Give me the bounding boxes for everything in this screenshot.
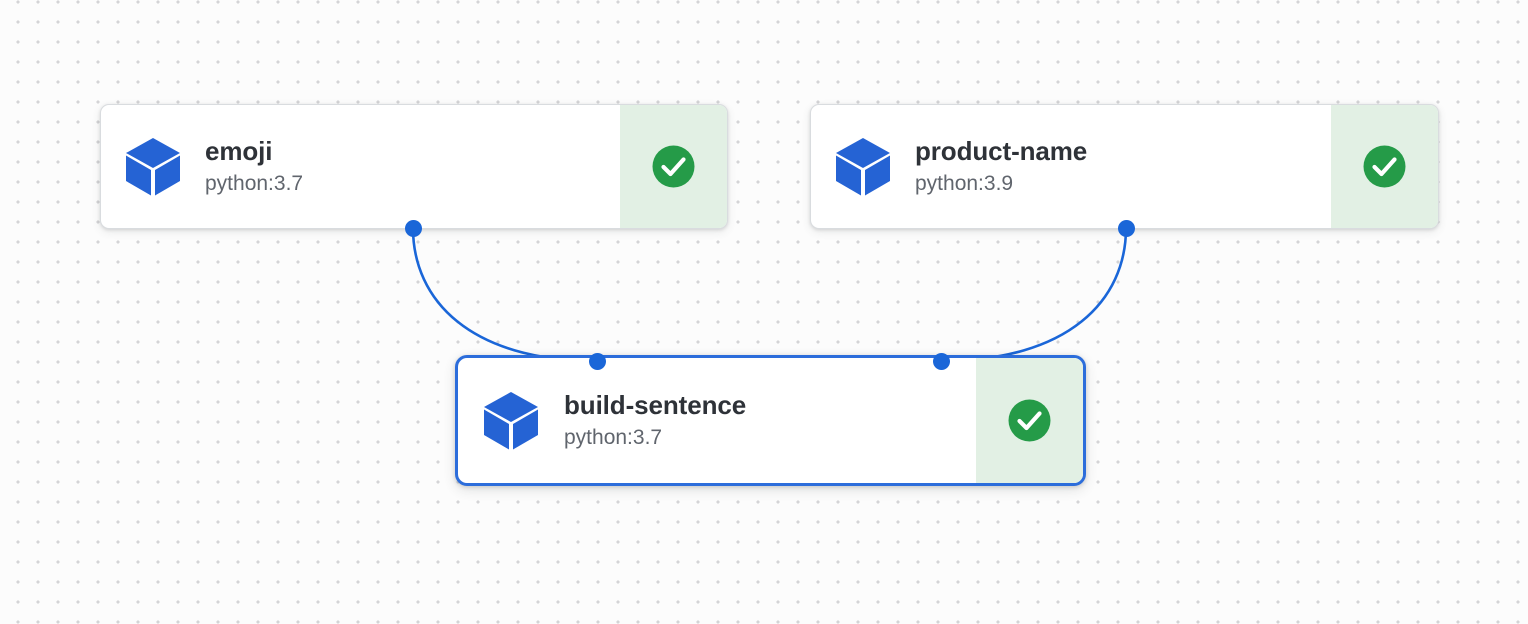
handle-build-sentence-input-left[interactable] [588, 352, 606, 370]
status-panel [1331, 105, 1438, 228]
cube-icon [126, 137, 180, 195]
node-subtitle: python:3.7 [205, 172, 304, 196]
node-text-block: product-name python:3.9 [915, 105, 1331, 228]
node-text-block: build-sentence python:3.7 [564, 358, 976, 483]
cube-icon [484, 391, 538, 449]
node-build-sentence[interactable]: build-sentence python:3.7 [455, 355, 1086, 486]
handle-product-name-output[interactable] [1117, 219, 1135, 237]
check-circle-icon [652, 145, 695, 188]
node-emoji[interactable]: emoji python:3.7 [100, 104, 728, 229]
node-text-block: emoji python:3.7 [205, 105, 620, 228]
check-circle-icon [1008, 399, 1051, 442]
status-panel [620, 105, 727, 228]
check-circle-icon [1363, 145, 1406, 188]
node-icon-wrapper [458, 358, 564, 483]
edge-product-name-to-build [939, 226, 1128, 363]
handle-emoji-output[interactable] [404, 219, 422, 237]
node-title: product-name [915, 136, 1088, 167]
node-title: emoji [205, 136, 273, 167]
edge-emoji-to-build [411, 226, 599, 363]
node-subtitle: python:3.7 [564, 426, 663, 450]
node-title: build-sentence [564, 390, 747, 421]
status-panel [976, 358, 1083, 483]
node-product-name[interactable]: product-name python:3.9 [810, 104, 1439, 229]
node-subtitle: python:3.9 [915, 172, 1014, 196]
handle-build-sentence-input-right[interactable] [932, 352, 950, 370]
cube-icon [836, 137, 890, 195]
node-icon-wrapper [811, 105, 915, 228]
node-icon-wrapper [101, 105, 205, 228]
